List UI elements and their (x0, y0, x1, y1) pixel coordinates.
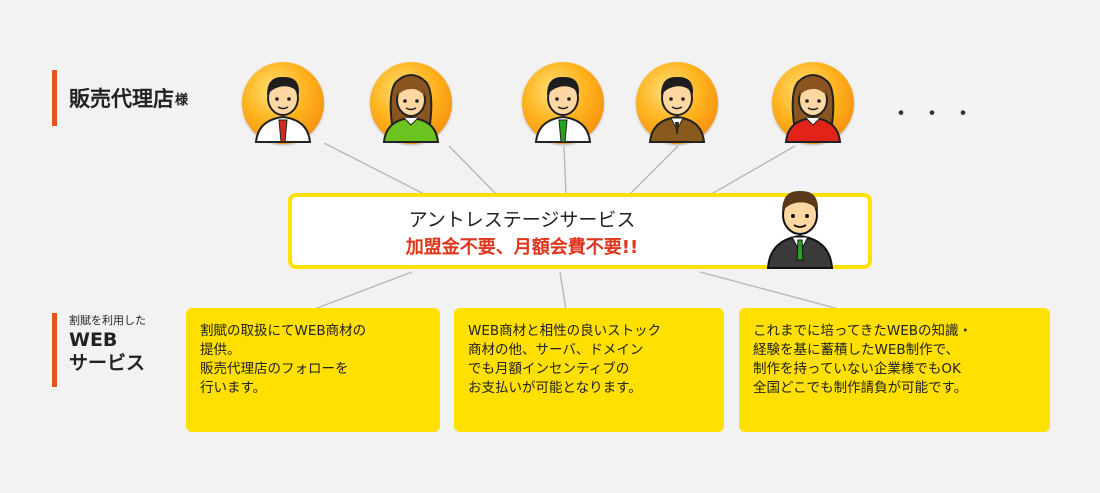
partners-label-suffix: 様 (175, 92, 189, 108)
web-services-label-line2: サービス (69, 352, 146, 374)
man-brown-suit-icon (648, 76, 706, 143)
web-service-card-1: 割賦の取扱にてWEB商材の 提供。 販売代理店のフォローを 行います。 (186, 308, 440, 432)
partner-avatar-1 (242, 62, 324, 144)
partner-avatar-3 (522, 62, 604, 144)
card-text-line: WEB商材と相性の良いストック (468, 323, 662, 339)
partner-avatar-2 (370, 62, 452, 144)
partner-avatar-4 (636, 62, 718, 144)
card-text-line: 提供。 (200, 342, 241, 358)
card-text-line: 全国どこでも制作請負が可能です。 (753, 380, 968, 396)
service-name: アントレステージサービス (408, 209, 636, 231)
partners-label: 販売代理店様 (52, 70, 188, 126)
card-text-line: 行います。 (200, 380, 267, 396)
card-text-line: お支払いが可能となります。 (468, 380, 642, 396)
web-services-label-line1: WEB (69, 329, 118, 351)
web-services-label: 割賦を利用した WEB サービス (52, 313, 146, 387)
man-red-tie-icon (254, 76, 312, 143)
service-tagline: 加盟金不要、月額会費不要!! (405, 237, 639, 258)
more-partners-ellipsis: ・・・ (890, 102, 984, 127)
web-services-label-small: 割賦を利用した (69, 314, 146, 327)
card-text-line: でも月額インセンティブの (468, 361, 630, 377)
card-text-line: 経験を基に蓄積したWEB制作で、 (753, 342, 960, 358)
card-text-line: 販売代理店のフォローを (200, 361, 349, 377)
woman-green-icon (382, 74, 440, 143)
card-text-line: 制作を持っていない企業様でもOK (753, 361, 961, 377)
partners-label-text: 販売代理店 (69, 87, 174, 111)
web-service-card-3: これまでに培ってきたWEBの知識・ 経験を基に蓄積したWEB制作で、 制作を持っ… (739, 308, 1050, 432)
man-green-tie-icon (534, 76, 592, 143)
partner-avatar-5 (772, 62, 854, 144)
card-text-line: 割賦の取扱にてWEB商材の (200, 323, 367, 339)
staff-man-green-tie-icon (766, 190, 834, 269)
card-text-line: 商材の他、サーバ、ドメイン (468, 342, 644, 358)
card-text-line: これまでに培ってきたWEBの知識・ (753, 323, 973, 339)
woman-red-icon (784, 74, 842, 143)
service-box: アントレステージサービス 加盟金不要、月額会費不要!! (288, 193, 872, 269)
web-service-card-2: WEB商材と相性の良いストック 商材の他、サーバ、ドメイン でも月額インセンティ… (454, 308, 724, 432)
